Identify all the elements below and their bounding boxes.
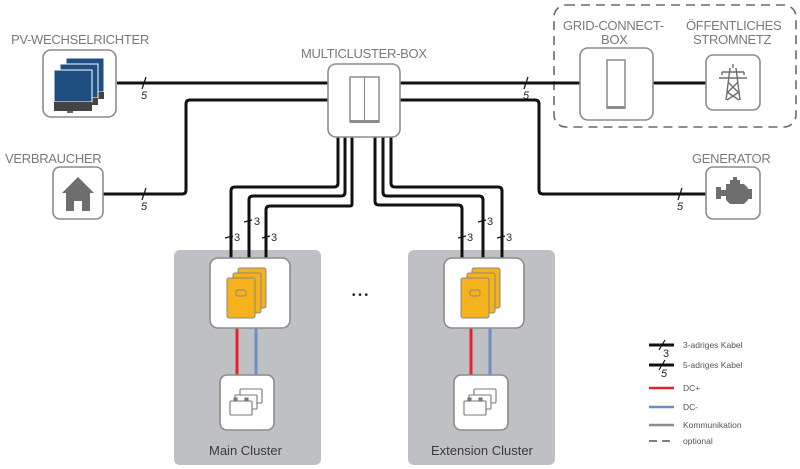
- grid-connect-box-node[interactable]: [579, 47, 654, 121]
- cable-ext-right: [389, 137, 504, 260]
- legend-item-5-core: 5 5-adriges Kabel: [649, 359, 743, 380]
- svg-text:DC+: DC+: [683, 383, 700, 393]
- svg-text:3: 3: [663, 348, 669, 360]
- cable-count-grid: 5: [523, 90, 530, 102]
- consumer-node[interactable]: [52, 166, 104, 220]
- cable-count-ext-mid: 3: [487, 216, 493, 228]
- multicluster-box-node[interactable]: [327, 63, 401, 138]
- cable-count-main-left: 3: [234, 232, 240, 244]
- cable-ticks: [141, 76, 683, 239]
- ext-inverter-node[interactable]: [443, 257, 525, 329]
- svg-text:DC-: DC-: [683, 402, 698, 412]
- engine-icon: [716, 177, 752, 204]
- label-multicluster: MULTICLUSTER-BOX: [301, 46, 427, 61]
- sunny-island-inverter-icon: [226, 267, 267, 319]
- label-extension-cluster: Extension Cluster: [431, 443, 534, 458]
- cable-main-mid: [247, 137, 347, 260]
- cable-count-generator: 5: [677, 201, 684, 213]
- cable-ext-left: [373, 137, 464, 260]
- label-consumer: VERBRAUCHER: [5, 151, 101, 166]
- legend-item-optional: optional: [649, 436, 713, 446]
- label-public-grid-2: STROMNETZ: [693, 32, 772, 47]
- cable-count-consumer: 5: [141, 201, 148, 213]
- svg-text:5-adriges Kabel: 5-adriges Kabel: [683, 360, 743, 370]
- cable-main-left: [229, 137, 340, 260]
- cable-count-ext-right: 3: [506, 232, 512, 244]
- cable-ext-mid: [381, 137, 485, 260]
- optional-region: [553, 4, 797, 128]
- sunny-island-inverter-icon: [460, 267, 501, 319]
- svg-text:Kommunikation: Kommunikation: [683, 420, 742, 430]
- cable-main-right: [264, 137, 354, 260]
- public-grid-node[interactable]: [705, 54, 761, 111]
- pv-inverter-icon: [53, 57, 105, 113]
- cable-count-pv: 5: [141, 90, 148, 102]
- main-inverter-node[interactable]: [209, 257, 291, 329]
- generator-node[interactable]: [705, 166, 761, 220]
- legend-item-dc-minus: DC-: [649, 402, 698, 412]
- label-grid-connect-2: BOX: [601, 32, 628, 47]
- power-pylon-icon: [719, 64, 747, 101]
- cable-generator: [398, 98, 706, 196]
- svg-text:5: 5: [661, 368, 668, 380]
- legend-item-communication: Kommunikation: [649, 420, 742, 430]
- cable-count-main-right: 3: [271, 232, 277, 244]
- battery-icon: [463, 388, 497, 416]
- pv-inverter-node[interactable]: [42, 49, 117, 118]
- main-battery-node[interactable]: [219, 374, 275, 431]
- house-icon: [62, 177, 94, 211]
- legend-item-dc-plus: DC+: [649, 383, 700, 393]
- svg-text:3-adriges Kabel: 3-adriges Kabel: [683, 340, 743, 350]
- svg-text:optional: optional: [683, 436, 713, 446]
- grid-connect-box-icon: [606, 59, 626, 109]
- label-pv: PV-WECHSELRICHTER: [11, 32, 149, 47]
- cable-consumer: [103, 98, 330, 196]
- multicluster-box-icon: [349, 76, 380, 123]
- more-clusters-ellipsis: • • •: [352, 290, 369, 301]
- legend-item-3-core: 3 3-adriges Kabel: [649, 339, 743, 360]
- label-grid-connect-1: GRID-CONNECT-: [563, 18, 664, 33]
- label-generator: GENERATOR: [692, 151, 770, 166]
- ext-battery-node[interactable]: [453, 374, 509, 431]
- battery-icon: [229, 388, 263, 416]
- cable-count-main-mid: 3: [254, 216, 260, 228]
- label-main-cluster: Main Cluster: [209, 443, 283, 458]
- legend: 3 3-adriges Kabel 5 5-adriges Kabel DC+ …: [649, 339, 743, 446]
- label-public-grid-1: ÖFFENTLICHES: [686, 18, 782, 33]
- cable-count-ext-left: 3: [467, 232, 473, 244]
